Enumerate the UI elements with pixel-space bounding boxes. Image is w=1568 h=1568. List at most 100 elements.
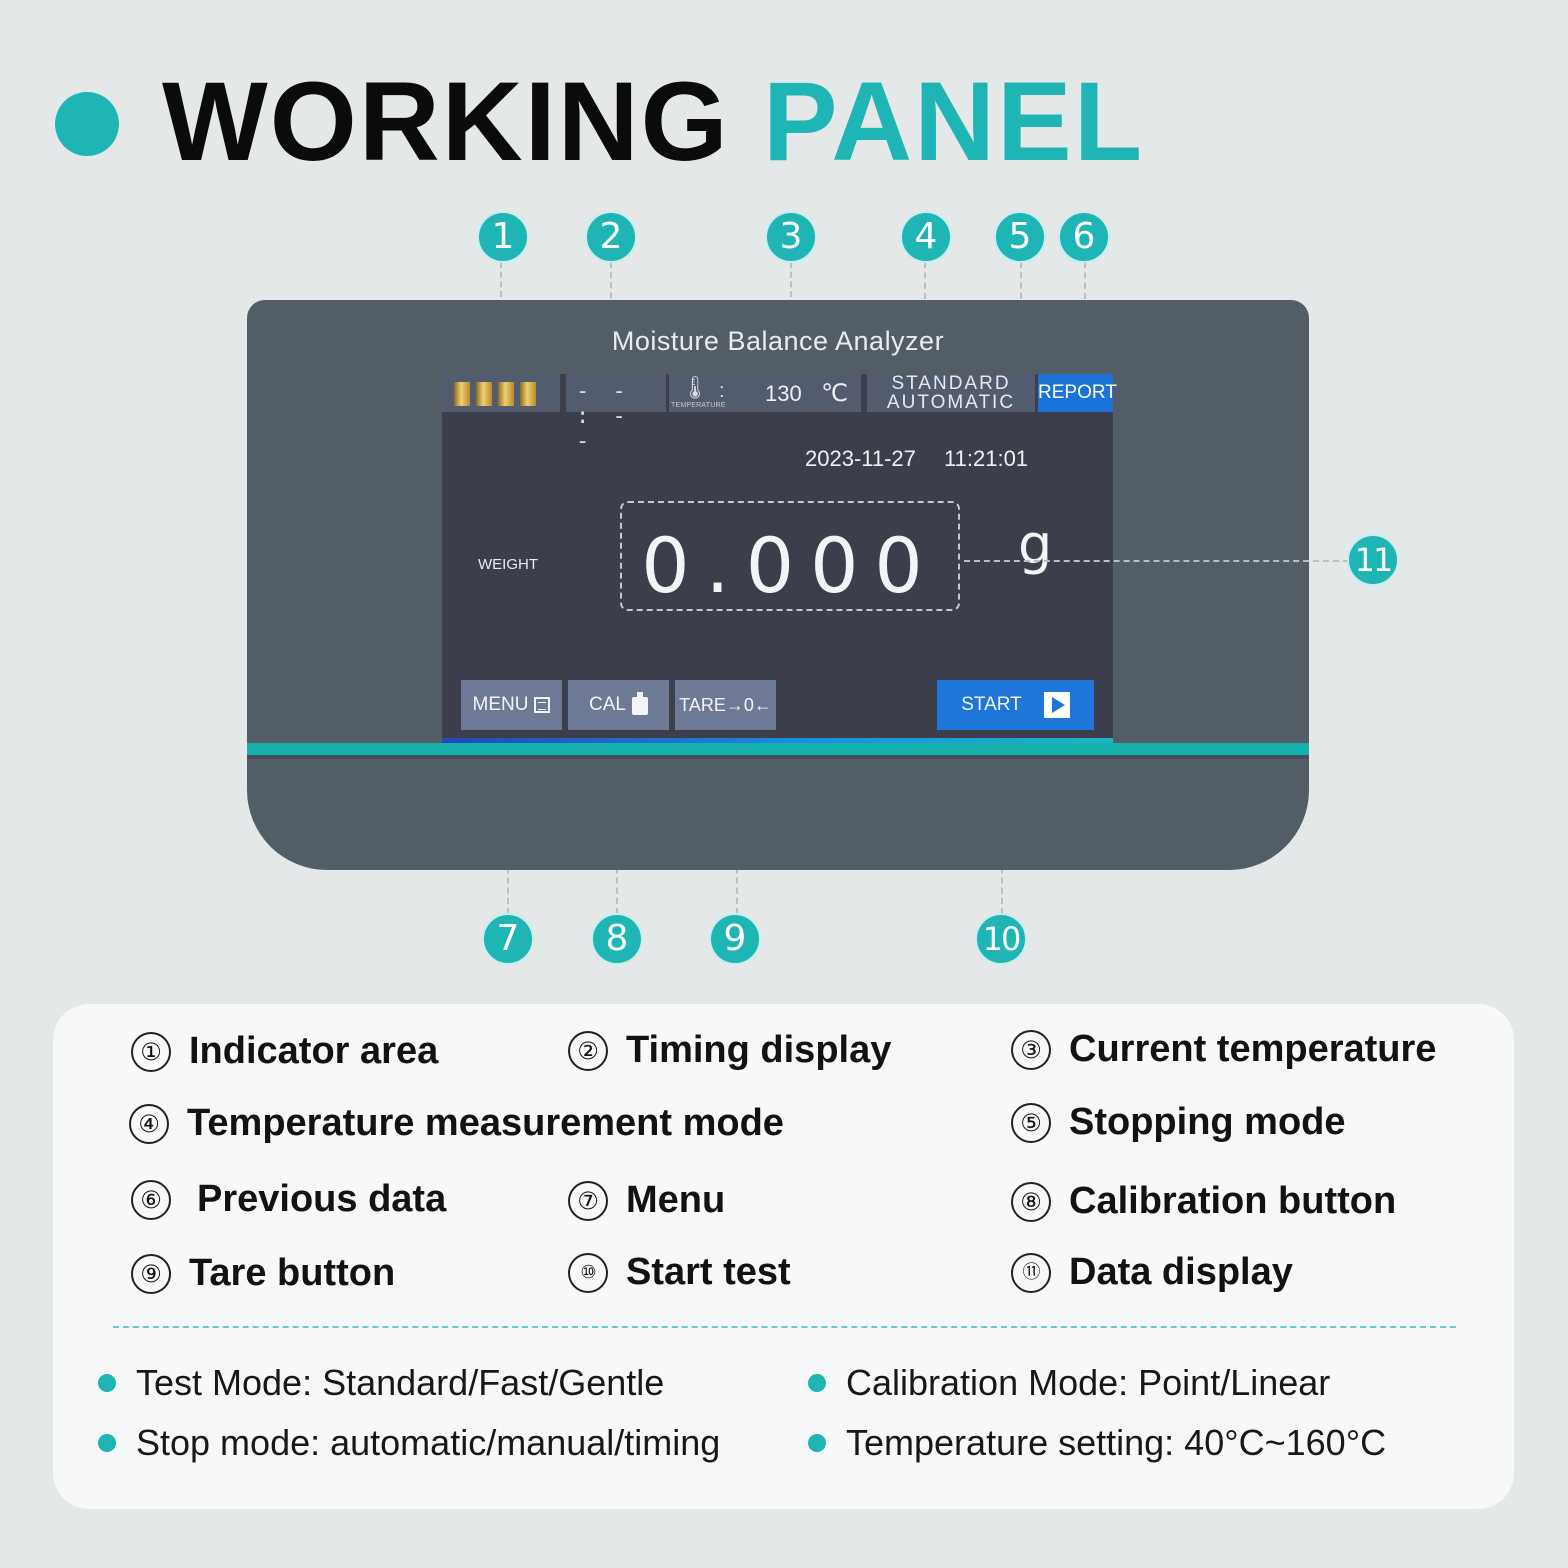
legend-item-9: ⑨ Tare button xyxy=(131,1252,395,1295)
legend-item-1: ① Indicator area xyxy=(131,1030,438,1073)
mode-display[interactable]: STANDARD AUTOMATIC xyxy=(867,373,1035,413)
legend-label: Indicator area xyxy=(189,1030,439,1072)
legend-item-8: ⑧ Calibration button xyxy=(1011,1180,1396,1223)
play-icon xyxy=(1043,692,1070,718)
legend-number: ⑧ xyxy=(1011,1181,1051,1222)
weight-value: 0.000 xyxy=(641,521,939,610)
indicator-bar xyxy=(476,382,492,406)
section-divider xyxy=(113,1326,1456,1328)
temperature-display: 🌡 TEMPERATURE : 130 ℃ xyxy=(669,374,861,412)
callout-4: 4 xyxy=(900,211,952,263)
stripe-shadow xyxy=(247,755,1309,759)
calibration-button-label: CAL xyxy=(589,694,626,715)
menu-button[interactable]: MENU xyxy=(461,680,562,730)
touch-screen: - - : - - 🌡 TEMPERATURE : 130 ℃ STANDARD… xyxy=(442,373,1117,744)
legend-label: Previous data xyxy=(197,1178,447,1220)
legend-label: Menu xyxy=(626,1179,726,1221)
menu-button-label: MENU xyxy=(472,694,529,715)
teal-accent-stripe xyxy=(247,743,1309,755)
legend-item-7: ⑦ Menu xyxy=(568,1179,725,1222)
legend-item-4: ④ Temperature measurement mode xyxy=(129,1102,784,1145)
legend-item-10: ⑩ Start test xyxy=(568,1251,791,1294)
indicator-bar xyxy=(520,382,536,406)
report-button[interactable]: REPORT xyxy=(1038,374,1117,412)
callout-8: 8 xyxy=(591,913,643,965)
legend-number: ⑨ xyxy=(131,1253,171,1294)
tare-button[interactable]: TARE→0← xyxy=(675,680,776,730)
title-word-panel: PANEL xyxy=(762,59,1145,184)
callout-11: 11 xyxy=(1347,534,1399,586)
callout-3: 3 xyxy=(765,211,817,263)
temperature-label: TEMPERATURE xyxy=(671,402,726,409)
legend-label: Current temperature xyxy=(1069,1028,1437,1070)
spec-text: Stop mode: automatic/manual/timing xyxy=(136,1422,721,1463)
callout-2: 2 xyxy=(585,211,637,263)
legend-label: Tare button xyxy=(189,1252,396,1294)
datetime-display: 2023-11-27 11:21:01 xyxy=(805,446,1028,472)
callout-5: 5 xyxy=(994,211,1046,263)
menu-list-icon xyxy=(534,697,551,713)
report-label: REPORT xyxy=(1038,382,1117,403)
thermometer-icon: 🌡 xyxy=(681,376,709,401)
legend-label: Timing display xyxy=(626,1029,892,1071)
weight-unit: g xyxy=(1018,513,1053,576)
spec-item: Stop mode: automatic/manual/timing xyxy=(98,1422,720,1464)
legend-label: Temperature measurement mode xyxy=(187,1102,784,1144)
callout-9: 9 xyxy=(709,913,761,965)
leader-line-11 xyxy=(964,560,1349,562)
temperature-colon: : xyxy=(719,380,725,402)
temperature-value: 130 xyxy=(765,381,802,406)
indicator-bar xyxy=(498,382,514,406)
indicator-bar xyxy=(454,382,470,406)
legend-number: ④ xyxy=(129,1103,169,1144)
spec-item: Test Mode: Standard/Fast/Gentle xyxy=(98,1362,664,1404)
date-value: 2023-11-27 xyxy=(805,446,916,471)
temperature-mode: STANDARD xyxy=(891,373,1011,394)
indicator-bars xyxy=(454,382,536,406)
stopping-mode: AUTOMATIC xyxy=(886,392,1016,413)
callout-6: 6 xyxy=(1058,211,1110,263)
legend-label: Calibration button xyxy=(1069,1180,1397,1222)
legend-number: ⑪ xyxy=(1011,1252,1051,1293)
spec-text: Calibration Mode: Point/Linear xyxy=(846,1362,1331,1403)
legend-item-3: ③ Current temperature xyxy=(1011,1028,1436,1071)
callout-10: 10 xyxy=(975,913,1027,965)
bullet-dot xyxy=(808,1434,826,1452)
legend-item-11: ⑪ Data display xyxy=(1011,1251,1293,1294)
legend-number: ③ xyxy=(1011,1029,1051,1070)
spec-text: Test Mode: Standard/Fast/Gentle xyxy=(136,1362,665,1403)
legend-label: Stopping mode xyxy=(1069,1101,1346,1143)
spec-item: Calibration Mode: Point/Linear xyxy=(808,1362,1330,1404)
start-button[interactable]: START xyxy=(937,680,1094,730)
spec-text: Temperature setting: 40°C~160°C xyxy=(846,1422,1387,1463)
legend-number: ⑤ xyxy=(1011,1102,1051,1143)
weight-display: 0.000 xyxy=(620,501,960,611)
legend-number: ⑥ xyxy=(131,1179,171,1220)
legend-number: ⑦ xyxy=(568,1180,608,1221)
legend-label: Data display xyxy=(1069,1251,1293,1293)
bullet-dot xyxy=(98,1434,116,1452)
weight-label: WEIGHT xyxy=(478,556,538,573)
device-title: Moisture Balance Analyzer xyxy=(611,326,945,356)
spec-item: Temperature setting: 40°C~160°C xyxy=(808,1422,1386,1464)
temperature-unit: ℃ xyxy=(821,379,848,407)
page-title: WORKING PANEL xyxy=(162,62,1144,182)
legend-label: Start test xyxy=(626,1251,791,1293)
legend-item-6: ⑥ Previous data xyxy=(131,1178,446,1221)
weight-icon xyxy=(631,692,648,715)
title-word-working: WORKING xyxy=(162,59,730,184)
tare-button-label: TARE→0← xyxy=(679,694,772,715)
bullet-dot xyxy=(98,1374,116,1392)
screen-bottom-glow xyxy=(442,738,1113,744)
timing-value: - - : - - xyxy=(576,379,631,454)
calibration-button[interactable]: CAL xyxy=(568,680,669,730)
device-panel: Moisture Balance Analyzer - - : - - 🌡 TE… xyxy=(247,300,1309,870)
title-bullet xyxy=(55,92,119,156)
callout-1: 1 xyxy=(477,211,529,263)
callout-7: 7 xyxy=(482,913,534,965)
indicator-area xyxy=(442,374,560,412)
legend-number: ① xyxy=(131,1031,171,1072)
legend-number: ⑩ xyxy=(568,1252,608,1293)
